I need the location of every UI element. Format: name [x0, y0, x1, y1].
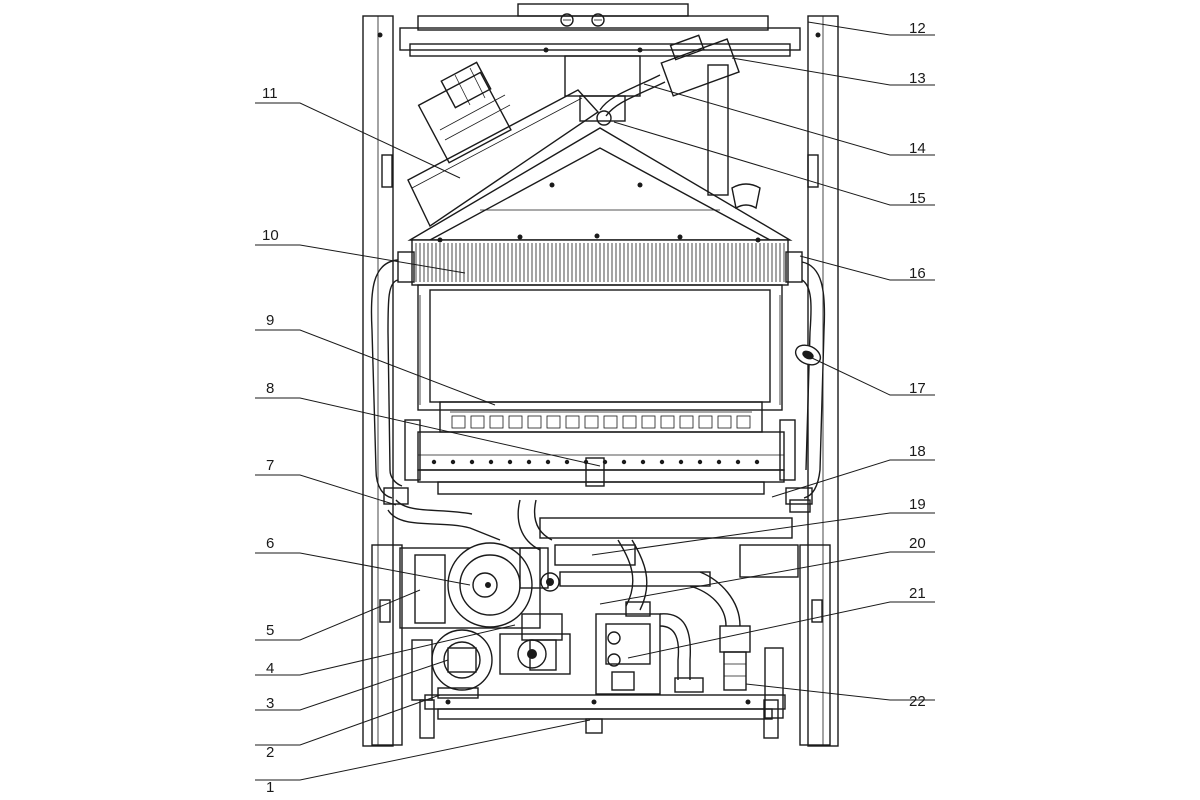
callout-labels: 1 2 3 4 5 6 7 8 9 10 11 12 13 14 15 16 1…	[262, 20, 926, 796]
callout-15: 15	[909, 190, 926, 207]
fan-assembly	[407, 34, 740, 228]
callout-3: 3	[266, 695, 274, 712]
lower-pipework	[387, 499, 799, 693]
burner	[404, 401, 796, 495]
outer-frame	[362, 3, 839, 747]
callout-17: 17	[909, 380, 926, 397]
leader-lines	[255, 21, 935, 781]
callout-19: 19	[909, 496, 926, 513]
callout-8: 8	[266, 380, 274, 397]
callout-7: 7	[266, 457, 274, 474]
callout-2: 2	[266, 744, 274, 761]
side-pipes	[370, 259, 826, 513]
callout-16: 16	[909, 265, 926, 282]
callout-18: 18	[909, 443, 926, 460]
callout-5: 5	[266, 622, 274, 639]
callout-20: 20	[909, 535, 926, 552]
combustion-chamber	[417, 284, 783, 411]
callout-10: 10	[262, 227, 279, 244]
heat-exchanger	[397, 233, 803, 286]
gas-valve	[595, 601, 661, 695]
callout-11: 11	[262, 85, 278, 102]
callout-6: 6	[266, 535, 274, 552]
callout-21: 21	[909, 585, 926, 602]
callout-14: 14	[909, 140, 926, 157]
callout-13: 13	[909, 70, 926, 87]
base-tray	[371, 544, 831, 746]
callout-1: 1	[266, 779, 274, 796]
callout-4: 4	[266, 660, 274, 677]
callout-12: 12	[909, 20, 926, 37]
callout-22: 22	[909, 693, 926, 710]
callout-9: 9	[266, 312, 274, 329]
pump	[399, 542, 571, 699]
